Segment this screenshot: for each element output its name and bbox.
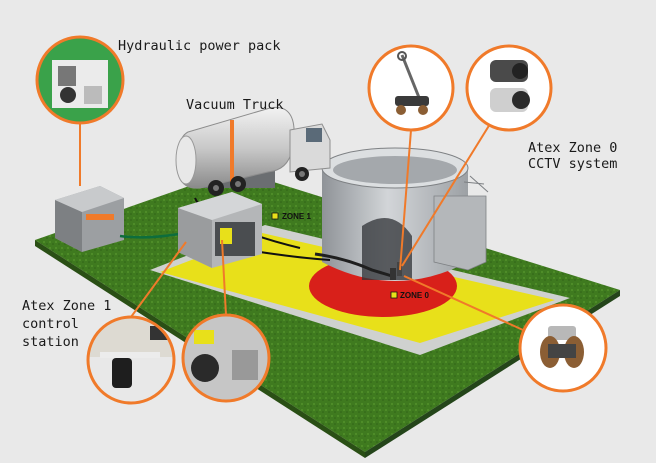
label-station-line3: station (22, 334, 79, 350)
hose-tank (259, 251, 331, 261)
callout-pan-tilt-camera (518, 303, 608, 393)
hydraulic-power-pack-unit (55, 186, 124, 252)
ex-hazard-icon (271, 212, 279, 220)
label-station-line2: control (22, 316, 79, 332)
label-station-line1: Atex Zone 1 (22, 298, 112, 314)
vacuum-truck (175, 106, 331, 196)
storage-tank (321, 147, 489, 281)
ex-hazard-icon (390, 291, 398, 299)
callout-hydraulic-power-pack (35, 35, 125, 125)
svg-text:ZONE 0: ZONE 0 (400, 291, 429, 300)
label-cctv-line2: CCTV system (528, 156, 618, 172)
svg-text:ZONE 1: ZONE 1 (282, 212, 311, 221)
label-hydraulic-power-pack: Hydraulic power pack (118, 38, 281, 54)
control-station-cabin (178, 192, 262, 268)
callout-lines (79, 123, 524, 331)
callout-camera-heads (465, 44, 553, 132)
zone-1-label: ZONE 1 (271, 212, 311, 221)
zone-0-label: ZONE 0 (390, 291, 429, 300)
label-vacuum-truck: Vacuum Truck (186, 97, 284, 113)
callout-tank-crawler-camera (367, 44, 455, 132)
callout-control-station-equipment (181, 313, 271, 403)
label-cctv-line1: Atex Zone 0 (528, 140, 618, 156)
callout-control-station-interior (86, 315, 176, 405)
